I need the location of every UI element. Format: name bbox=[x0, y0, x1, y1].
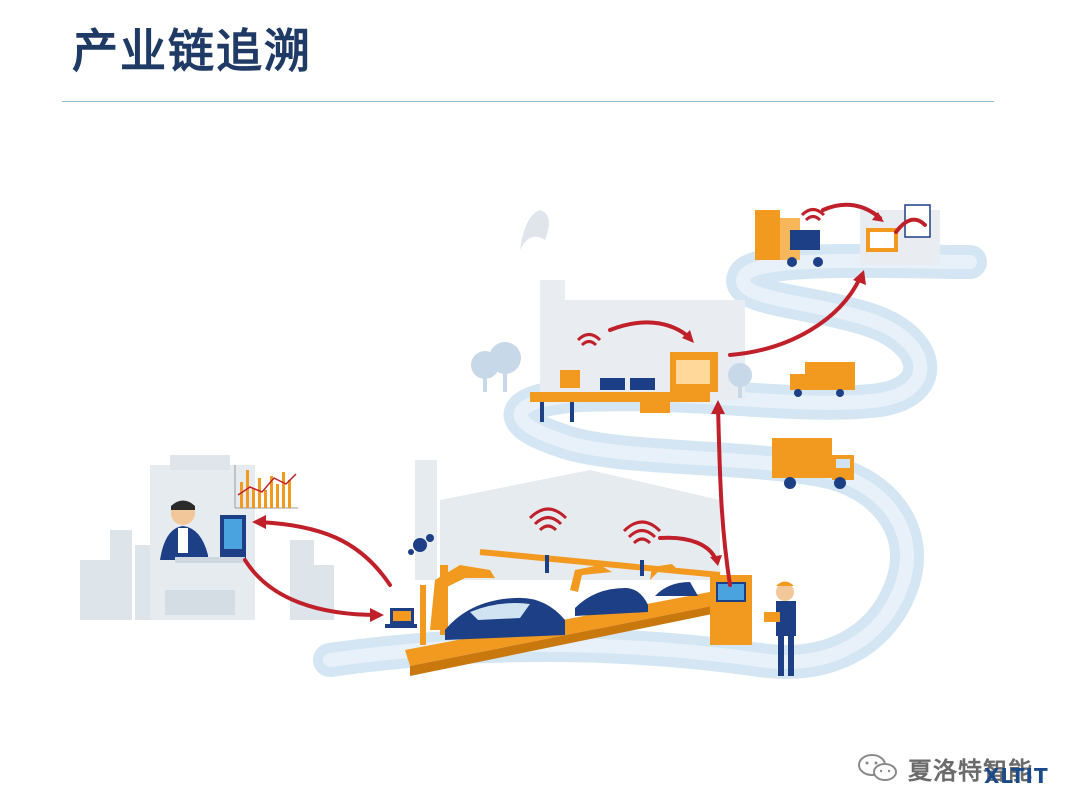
wechat-icon bbox=[858, 754, 897, 781]
robot-arms bbox=[430, 564, 678, 630]
arrow-heads bbox=[252, 212, 884, 622]
worker-person bbox=[764, 581, 796, 676]
traceability-arrows bbox=[243, 202, 927, 617]
parts-production-line bbox=[530, 352, 718, 422]
analyst-computer bbox=[175, 515, 246, 563]
title-divider bbox=[62, 101, 994, 102]
watermark-account-name: 夏洛特智能 bbox=[908, 756, 1033, 785]
analyst-chart bbox=[234, 465, 298, 509]
winding-road bbox=[313, 243, 987, 679]
wireless-signal-icons bbox=[528, 208, 826, 545]
watermark-logo: XLTIT bbox=[984, 764, 1049, 788]
watermark: 夏洛特智能 bbox=[856, 748, 1033, 788]
car-assembly-line bbox=[405, 549, 722, 676]
paint-splash bbox=[408, 534, 434, 555]
truck-small bbox=[790, 362, 855, 397]
analyst-person bbox=[160, 500, 208, 560]
laptop bbox=[385, 608, 417, 628]
slide-title: 产业链追溯 bbox=[72, 24, 312, 78]
trees-factory bbox=[471, 342, 752, 398]
truck-large bbox=[772, 438, 854, 489]
